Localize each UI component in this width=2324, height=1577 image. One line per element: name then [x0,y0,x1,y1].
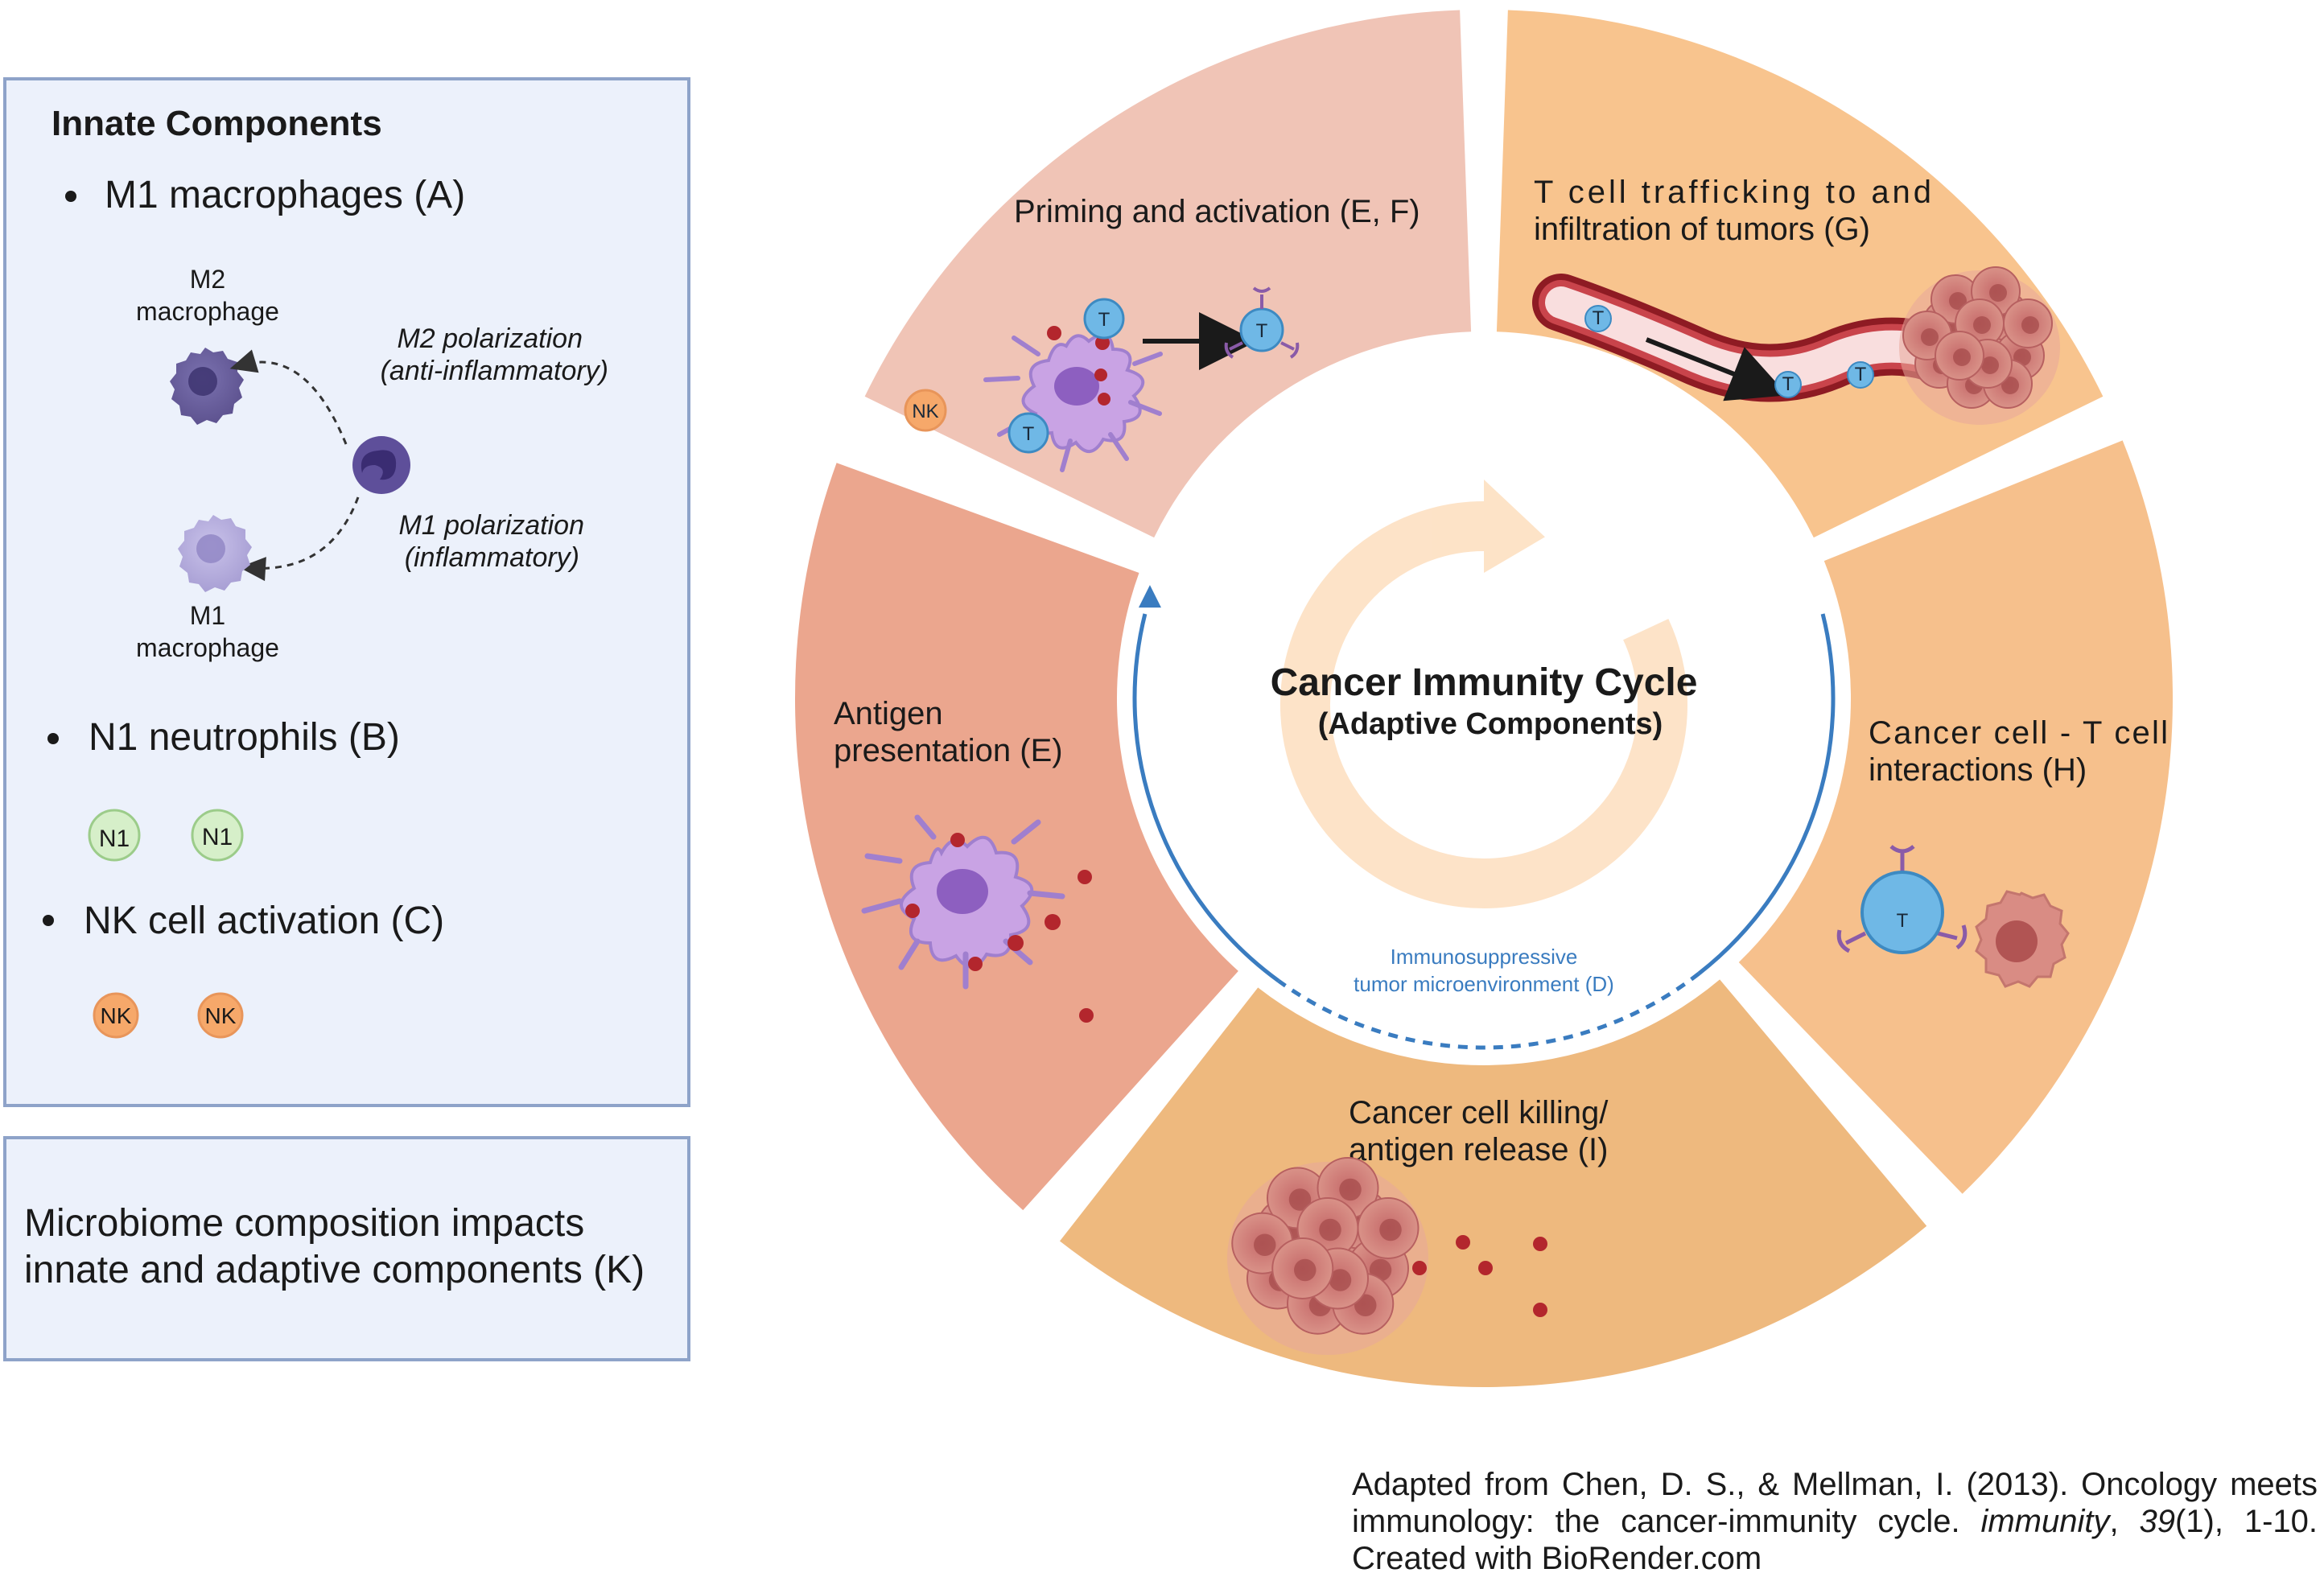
m2-polarization-arrow [229,349,348,445]
svg-text:T: T [1897,910,1909,932]
killing-segment [1059,979,1927,1387]
dendritic-cell-icon-antigen [861,814,1065,990]
nk-cell-icon-priming: NK [904,389,947,432]
trafficking-label-line1: T cell trafficking to and [1534,175,1931,210]
interactions-label-line1: Cancer cell - T cell [1869,715,2168,751]
svg-text:T: T [1098,309,1110,331]
activated-t-cell-icon: T [1224,286,1300,359]
dendritic-cell-icon-priming [983,326,1163,472]
antigen-label-line2: presentation (E) [834,733,1063,768]
bullet-dot-a [65,191,76,202]
innate-panel-title: Innate Components [52,104,382,143]
citation-line3: Created with BioRender.com [1352,1541,1762,1576]
blood-vessel-icon [1532,274,1960,402]
m2-polarization-line1: M2 polarization [397,323,583,354]
m2-label-line2: macrophage [136,297,279,326]
svg-text:T: T [1256,320,1268,342]
m2-label-line1: M2 [190,265,225,294]
t-cell-icon-vessel-2: T [1774,371,1802,398]
antigen-debris-killing [1412,1235,1547,1317]
microbiome-line1: Microbiome composition impacts [24,1202,584,1245]
immunosuppressive-arc-solid [1697,613,1836,975]
macrophage-icon [352,436,410,494]
bullet-dot-c [43,915,54,926]
m1-polarization-line1: M1 polarization [398,510,584,541]
svg-text:NK: NK [205,1003,237,1028]
t-cell-icon-interaction: T [1836,845,1968,954]
immunosuppressive-label-line2: tumor microenvironment (D) [1354,972,1614,996]
svg-text:N1: N1 [202,824,233,850]
trafficking-label-line2: infiltration of tumors (G) [1534,212,1870,247]
tumor-icon-killing [1227,1157,1428,1355]
antigen-debris-presentation [1045,870,1094,1023]
citation-line2: immunology: the cancer-immunity cycle. i… [1352,1504,2318,1539]
microbiome-panel-background [3,1136,690,1361]
center-cycle-arrow [1280,480,1687,908]
svg-text:T: T [1855,364,1867,385]
svg-text:T: T [1593,307,1605,329]
priming-segment [864,10,1472,538]
cancer-cell-icon-interaction [1975,890,2070,988]
cycle-title: Cancer Immunity Cycle [1271,661,1698,704]
microbiome-panel: Microbiome composition impacts innate an… [3,1136,690,1361]
m2-polarization-line2: (anti-inflammatory) [381,356,608,386]
priming-label: Priming and activation (E, F) [1014,194,1420,229]
interactions-label-line2: interactions (H) [1869,752,2087,788]
m1-polarization-arrow [239,496,360,582]
citation: Adapted from Chen, D. S., & Mellman, I. … [1352,1466,2318,1577]
t-cell-icon-priming-2: T [1007,412,1049,454]
citation-journal: immunity [1980,1504,2110,1539]
n1-neutrophils-bullet: N1 neutrophils (B) [89,716,400,759]
n1-neutrophil-icon-1: N1 [88,809,141,862]
n1-neutrophil-icon-2: N1 [191,809,244,862]
svg-text:NK: NK [912,401,938,422]
t-cell-icon-vessel-1: T [1584,305,1612,332]
immunosuppressive-arc-solid-left [1132,613,1280,983]
nk-cell-icon-2: NK [197,992,244,1039]
immunosuppressive-arrowhead [1138,585,1161,608]
m1-polarization-line2: (inflammatory) [405,542,579,573]
killing-label-line1: Cancer cell killing/ [1349,1095,1609,1130]
svg-text:T: T [1782,373,1795,395]
svg-text:NK: NK [101,1003,132,1028]
m1-macrophage-icon [178,515,252,592]
innate-components-panel: Innate Components M1 macrophages (A) M2 … [3,77,690,1107]
bullet-dot-b [47,733,59,744]
antigen-label-line1: Antigen [834,696,943,731]
svg-text:N1: N1 [99,826,130,852]
t-cell-icon-priming-1: T [1083,298,1125,340]
tumor-icon-trafficking [1899,266,2060,425]
nk-cell-icon-1: NK [93,992,139,1039]
m1-macrophages-bullet: M1 macrophages (A) [105,174,465,216]
microbiome-line2: innate and adaptive components (K) [24,1249,645,1291]
svg-text:T: T [1023,423,1035,445]
interactions-segment [1738,440,2173,1194]
m1-label-line1: M1 [190,601,225,630]
m2-macrophage-icon [170,348,244,425]
cycle-subtitle: (Adaptive Components) [1318,707,1663,741]
nk-activation-bullet: NK cell activation (C) [84,900,444,942]
innate-panel-background [3,77,690,1107]
killing-label-line2: antigen release (I) [1349,1132,1608,1167]
m1-label-line2: macrophage [136,633,279,662]
citation-volume: 39 [2139,1504,2175,1539]
t-cell-icon-vessel-3: T [1847,361,1874,389]
citation-line1: Adapted from Chen, D. S., & Mellman, I. … [1352,1467,2318,1502]
immunosuppressive-label-line1: Immunosuppressive [1391,945,1578,969]
